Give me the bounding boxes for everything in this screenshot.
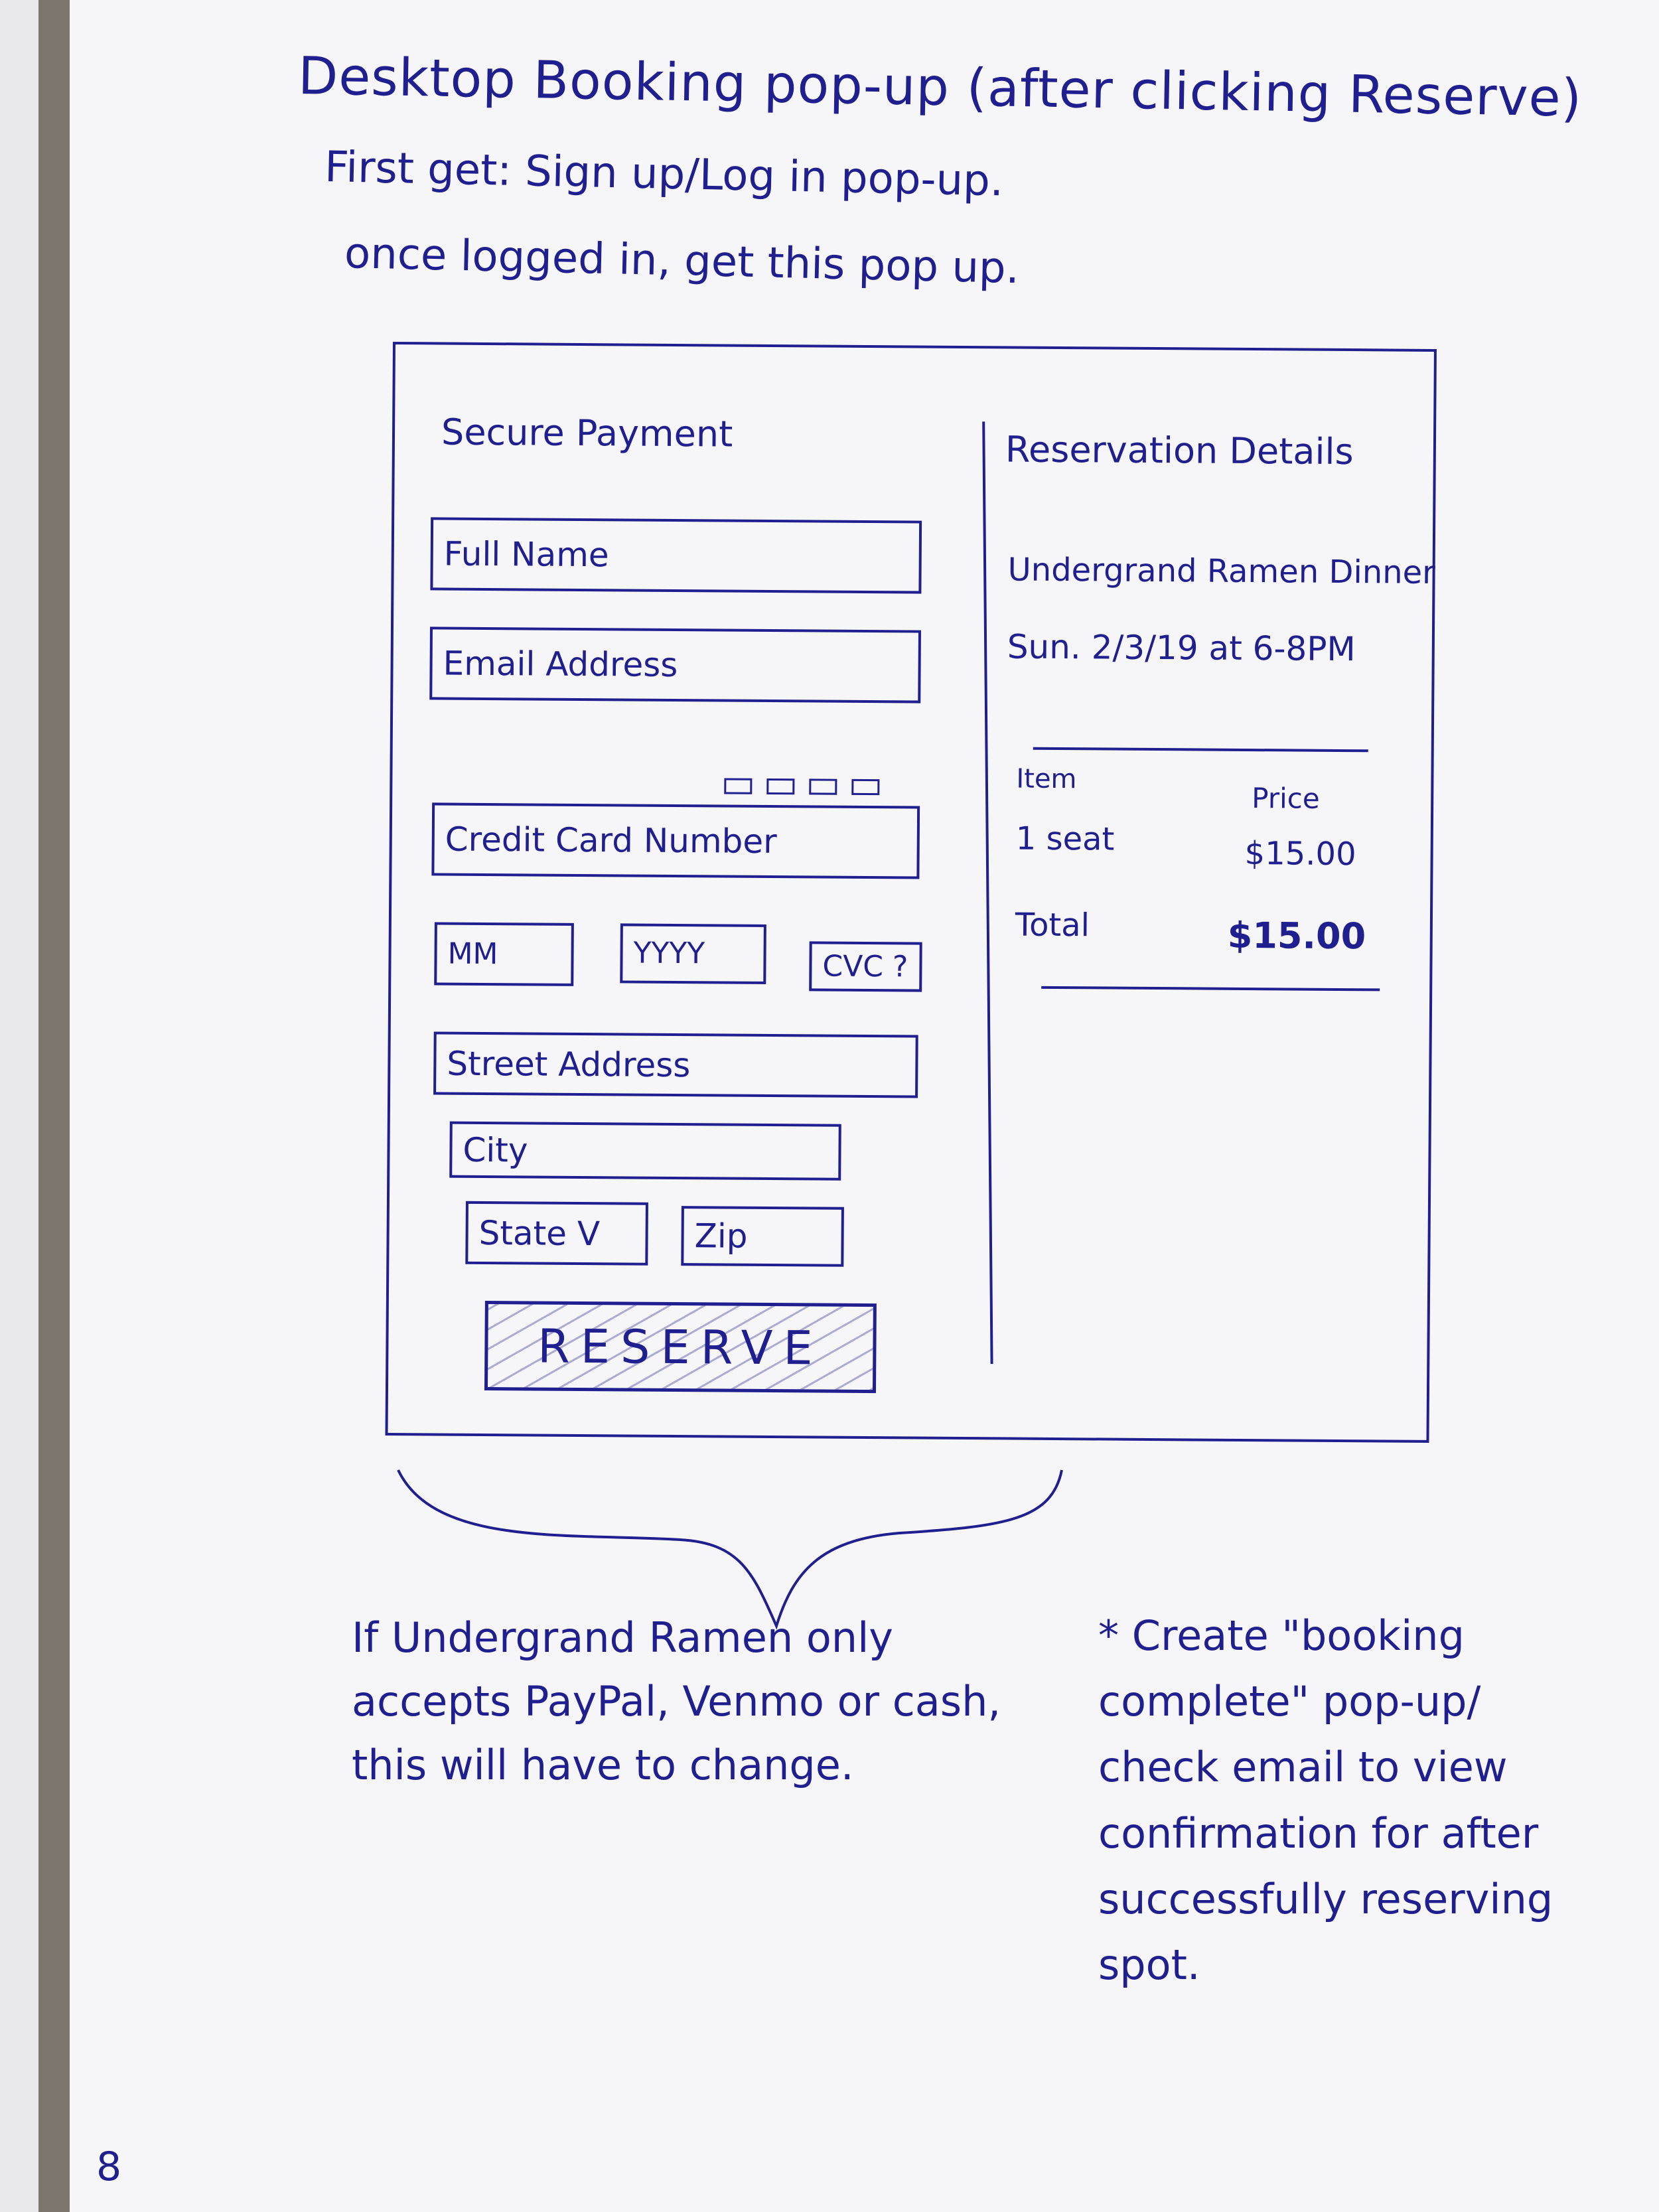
credit-card-number-input[interactable]: Credit Card Number — [431, 802, 920, 879]
curly-brace-path — [397, 1469, 1063, 1630]
reserve-button[interactable]: RESERVE — [484, 1301, 877, 1394]
card-brand-icon — [809, 778, 837, 795]
expiry-year-input[interactable]: YYYY — [620, 923, 766, 984]
card-brand-icon — [724, 778, 753, 794]
email-input[interactable]: Email Address — [429, 627, 921, 703]
panel-divider — [982, 421, 993, 1364]
sketch-note-line-2: once logged in, get this pop up. — [344, 229, 1020, 294]
adjacent-page — [0, 0, 38, 2212]
booking-complete-note: * Create "booking complete" pop-up/ chec… — [1098, 1611, 1553, 1989]
cvc-input[interactable]: CVC ? — [809, 941, 922, 992]
details-divider-bottom — [1041, 986, 1380, 992]
sketch-paper: Desktop Booking pop-up (after clicking R… — [70, 0, 1659, 2212]
page-number: 8 — [96, 2144, 122, 2190]
item-price: $15.00 — [1244, 834, 1356, 873]
city-input[interactable]: City — [449, 1121, 841, 1181]
price-column-header: Price — [1252, 782, 1320, 815]
card-brand-icons — [724, 778, 880, 796]
payment-method-note: If Undergrand Ramen only accepts PayPal,… — [352, 1613, 1001, 1790]
details-divider-top — [1033, 747, 1368, 753]
item-column-header: Item — [1016, 763, 1077, 795]
total-label: Total — [1015, 906, 1090, 944]
sketch-note-line-1: First get: Sign up/Log in pop-up. — [324, 143, 1004, 206]
expiry-month-input[interactable]: MM — [434, 922, 574, 986]
sketch-title: Desktop Booking pop-up (after clicking R… — [297, 46, 1583, 129]
item-name: 1 seat — [1015, 820, 1115, 858]
card-brand-icon — [766, 778, 795, 795]
reservation-details-title: Reservation Details — [1005, 428, 1354, 473]
total-value: $15.00 — [1227, 914, 1366, 958]
street-address-input[interactable]: Street Address — [433, 1031, 918, 1098]
curly-brace-icon — [397, 1469, 1063, 1630]
full-name-input[interactable]: Full Name — [430, 517, 922, 594]
state-select[interactable]: State V — [465, 1201, 648, 1266]
zip-input[interactable]: Zip — [681, 1206, 844, 1267]
event-name: Undergrand Ramen Dinner — [1007, 551, 1436, 591]
secure-payment-title: Secure Payment — [441, 411, 733, 455]
event-datetime: Sun. 2/3/19 at 6-8PM — [1007, 627, 1356, 669]
booking-popup: Secure Payment Full Name Email Address C… — [385, 342, 1437, 1443]
card-brand-icon — [851, 778, 880, 796]
